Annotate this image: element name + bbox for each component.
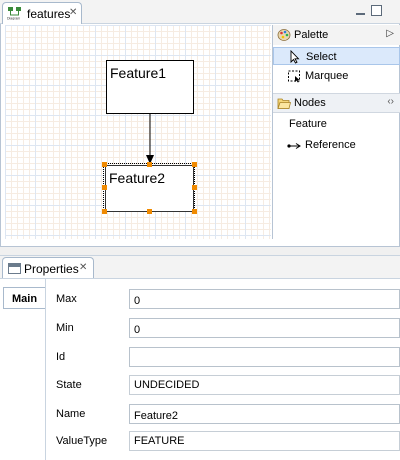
- feature-node-label: Feature2: [109, 170, 166, 186]
- maximize-icon[interactable]: [371, 5, 382, 16]
- palette-icon: [277, 29, 291, 41]
- palette-tool-marquee[interactable]: Marquee: [273, 67, 400, 85]
- resize-handle[interactable]: [147, 209, 152, 214]
- palette-item-reference[interactable]: Reference: [273, 136, 400, 154]
- property-label: State: [56, 379, 82, 391]
- property-row-max: Max: [56, 289, 400, 309]
- palette-item-feature[interactable]: Feature: [289, 118, 327, 130]
- palette-item-label: Reference: [305, 139, 356, 151]
- marquee-icon: [288, 70, 300, 83]
- resize-handle[interactable]: [102, 185, 107, 190]
- palette-header[interactable]: Palette ▷: [273, 25, 400, 45]
- tab-title: Properties: [24, 262, 79, 276]
- editor-tab-bar: Diagram features ✕: [0, 0, 400, 24]
- resize-handle[interactable]: [147, 162, 152, 167]
- folder-icon: [277, 98, 291, 109]
- palette-title: Palette: [294, 29, 329, 41]
- editor-body: Feature1 Feature2: [0, 24, 400, 247]
- palette-tool-label: Select: [306, 51, 337, 63]
- resize-handle[interactable]: [192, 209, 197, 214]
- tab-title: features: [27, 7, 71, 21]
- state-combo[interactable]: UNDECIDED: [129, 375, 400, 395]
- id-field[interactable]: [129, 347, 400, 367]
- properties-icon: [8, 263, 21, 274]
- close-icon[interactable]: ✕: [69, 7, 78, 18]
- property-row-valuetype: ValueType FEATURE: [56, 431, 400, 451]
- property-label: ValueType: [56, 435, 108, 447]
- collapse-icon[interactable]: ‹›: [387, 96, 394, 107]
- properties-side-tabs: Main: [0, 279, 46, 460]
- svg-text:Diagram: Diagram: [7, 17, 20, 21]
- property-row-name: Name: [56, 404, 400, 424]
- connection-icon: [287, 143, 301, 149]
- minimize-icon[interactable]: [355, 5, 366, 16]
- arrow-pointer-icon: [290, 50, 300, 64]
- property-label: Max: [56, 293, 77, 305]
- resize-handle[interactable]: [102, 162, 107, 167]
- reference-connection[interactable]: [5, 25, 271, 239]
- drawer-title: Nodes: [294, 97, 326, 109]
- palette-drawer-nodes[interactable]: Nodes ‹›: [273, 93, 400, 113]
- resize-handle[interactable]: [102, 209, 107, 214]
- min-field[interactable]: [129, 318, 400, 338]
- valuetype-combo[interactable]: FEATURE: [129, 431, 400, 451]
- palette-tool-select[interactable]: Select: [273, 47, 400, 65]
- properties-body: Main Max Min Id State UNDECIDED Name Val…: [0, 278, 400, 460]
- resize-handle[interactable]: [192, 185, 197, 190]
- properties-view: Properties ✕ Main Max Min Id State UNDEC…: [0, 255, 400, 460]
- feature-node-label: Feature1: [110, 65, 167, 81]
- property-row-state: State UNDECIDED: [56, 375, 400, 395]
- diagram-icon: Diagram: [7, 7, 21, 21]
- feature-node-selected[interactable]: Feature2: [105, 165, 194, 212]
- diagram-editor: Diagram features ✕ Feature1 Feature2: [0, 0, 400, 247]
- expand-icon[interactable]: ▷: [386, 28, 394, 39]
- name-field[interactable]: [129, 404, 400, 424]
- palette: Palette ▷ Select Marquee: [272, 25, 400, 239]
- diagram-canvas[interactable]: Feature1 Feature2: [5, 25, 271, 239]
- feature-node[interactable]: Feature1: [106, 60, 194, 114]
- max-field[interactable]: [129, 289, 400, 309]
- property-label: Id: [56, 351, 66, 363]
- property-label: Min: [56, 322, 74, 334]
- properties-tab-bar: Properties ✕: [0, 256, 400, 278]
- side-tab-main[interactable]: Main: [3, 287, 45, 309]
- property-row-id: Id: [56, 347, 400, 367]
- property-row-min: Min: [56, 318, 400, 338]
- resize-handle[interactable]: [192, 162, 197, 167]
- property-label: Name: [56, 408, 86, 420]
- close-icon[interactable]: ✕: [79, 262, 88, 273]
- palette-tool-label: Marquee: [305, 70, 349, 82]
- tab-properties[interactable]: Properties ✕: [2, 257, 94, 278]
- tab-features[interactable]: Diagram features ✕: [2, 2, 82, 24]
